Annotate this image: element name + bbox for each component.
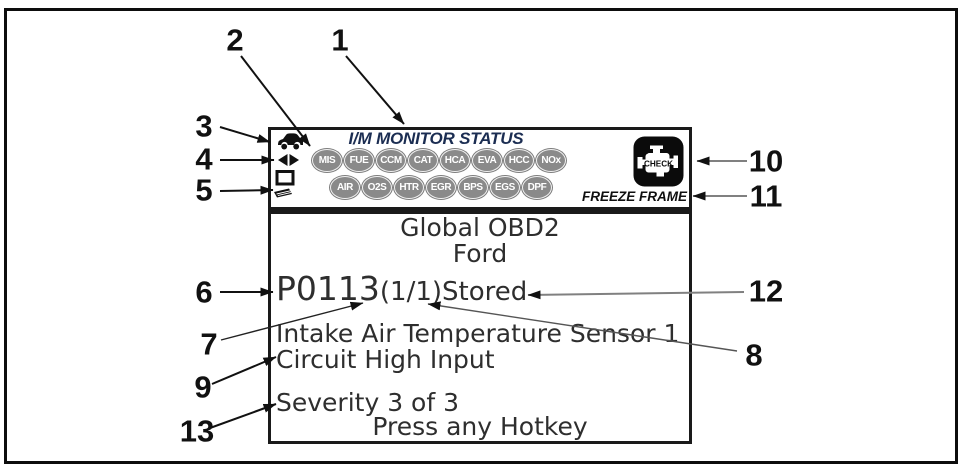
- protocol-label: Global OBD2: [400, 213, 560, 242]
- freeze-frame-label: FREEZE FRAME: [581, 189, 687, 204]
- monitor-badge-hca: HCA: [440, 149, 470, 172]
- severity-label: Severity 3 of 3: [276, 388, 459, 417]
- monitor-badge-fue: FUE: [344, 149, 374, 172]
- dtc-separator: [442, 276, 450, 302]
- monitor-row-1: MIS FUE CCM CAT HCA EVA HCC NOx: [312, 149, 566, 172]
- monitor-badge-o2s: O2S: [362, 176, 392, 199]
- callout-8: 8: [745, 337, 763, 373]
- monitor-badge-hcc: HCC: [504, 149, 534, 172]
- callout-6: 6: [195, 274, 213, 310]
- callout-13: 13: [179, 413, 215, 449]
- monitor-badge-eva: EVA: [472, 149, 502, 172]
- dtc-index: (1/1): [379, 277, 443, 307]
- dtc-description-line1: Intake Air Temperature Sensor 1: [276, 319, 680, 348]
- monitor-badge-egs: EGS: [490, 176, 520, 199]
- monitor-badge-air: AIR: [330, 176, 360, 199]
- callout-4: 4: [195, 141, 213, 177]
- monitor-row-2: AIR O2S HTR EGR BPS EGS DPF: [330, 176, 552, 199]
- callout-2: 2: [226, 22, 244, 58]
- callout-12: 12: [748, 273, 784, 309]
- monitor-badge-bps: BPS: [458, 176, 488, 199]
- monitor-badge-egr: EGR: [426, 176, 456, 199]
- callout-10: 10: [748, 143, 784, 179]
- dtc-status: Stored: [442, 277, 528, 307]
- monitor-badge-cat: CAT: [408, 149, 438, 172]
- dtc-line: P0113(1/1) Stored: [276, 272, 528, 307]
- callout-5: 5: [195, 172, 213, 208]
- monitor-badge-htr: HTR: [394, 176, 424, 199]
- status-bar-divider: [268, 207, 692, 214]
- callout-7: 7: [200, 326, 218, 362]
- monitor-badge-mis: MIS: [312, 149, 342, 172]
- callout-3: 3: [195, 108, 213, 144]
- callout-9: 9: [194, 369, 212, 405]
- vehicle-make-label: Ford: [452, 239, 508, 268]
- monitor-badge-ccm: CCM: [376, 149, 406, 172]
- callout-1: 1: [331, 22, 349, 58]
- im-monitor-status-title: I/M MONITOR STATUS: [348, 129, 524, 148]
- scan-tool-screen: I/M MONITOR STATUS MIS FUE: [268, 127, 692, 444]
- monitor-badge-dpf: DPF: [522, 176, 552, 199]
- svg-text:CHECK: CHECK: [644, 160, 673, 169]
- dtc-description-line2: Circuit High Input: [276, 345, 495, 374]
- callout-11: 11: [749, 178, 783, 214]
- dtc-code: P0113: [276, 269, 380, 308]
- hotkey-prompt: Press any Hotkey: [372, 412, 588, 441]
- monitor-badge-nox: NOx: [536, 149, 566, 172]
